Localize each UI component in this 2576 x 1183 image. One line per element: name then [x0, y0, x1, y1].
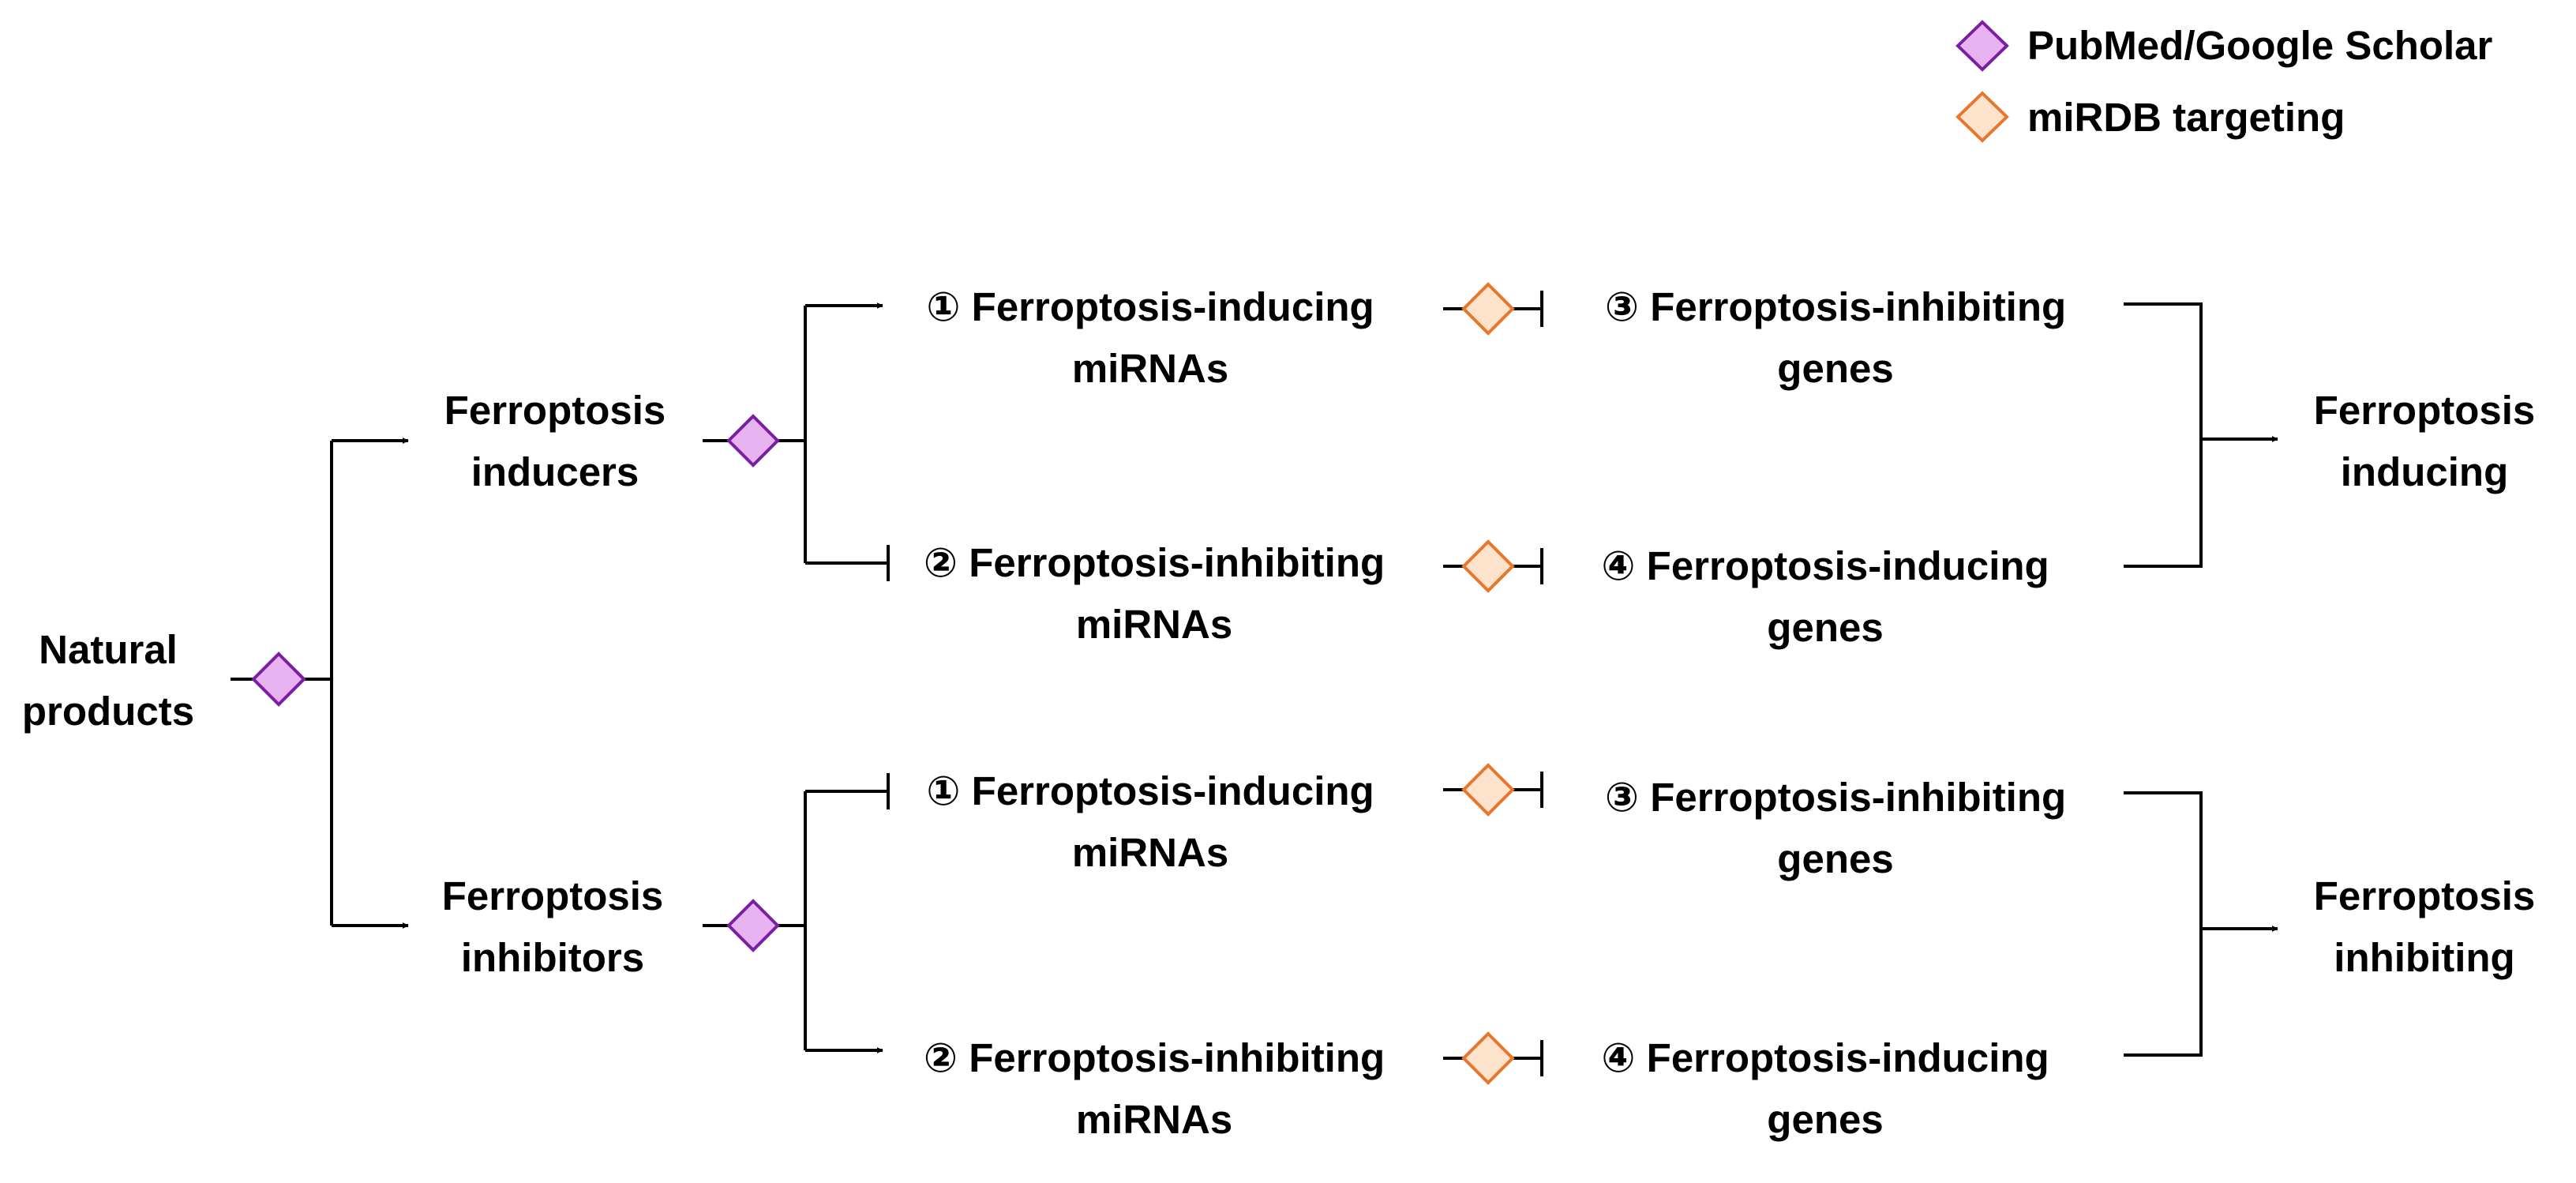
node-bottom-gene4-line1: ④ Ferroptosis-inducing — [1601, 1035, 2049, 1080]
node-bottom-outcome: Ferroptosis inhibiting — [2314, 873, 2536, 980]
top-merge-bracket — [2124, 302, 2203, 568]
legend-mirdb-label: miRDB targeting — [2027, 95, 2345, 140]
node-bottom-gene4-line2: genes — [1767, 1097, 1883, 1142]
node-top-outcome: Ferroptosis inducing — [2314, 388, 2536, 494]
node-top-mirna2: ② Ferroptosis-inhibiting miRNAs — [924, 540, 1385, 647]
node-top-gene4-line1: ④ Ferroptosis-inducing — [1601, 543, 2049, 588]
node-bottom-mirna2-line1: ② Ferroptosis-inhibiting — [924, 1035, 1385, 1080]
node-top-mirna2-line1: ② Ferroptosis-inhibiting — [924, 540, 1385, 585]
node-bottom-gene3: ③ Ferroptosis-inhibiting genes — [1605, 775, 2066, 881]
inducers-pubmed-diamond-icon — [726, 414, 780, 468]
node-bottom-mirna1-line2: miRNAs — [1072, 830, 1228, 875]
top-link-1-mirdb-diamond-icon — [1461, 282, 1515, 336]
node-top-mirna2-line2: miRNAs — [1076, 602, 1232, 647]
node-inducers-line2: inducers — [471, 449, 639, 494]
node-bottom-mirna1-line1: ① Ferroptosis-inducing — [926, 768, 1374, 813]
node-bottom-gene4: ④ Ferroptosis-inducing genes — [1601, 1035, 2049, 1142]
node-top-gene3-line2: genes — [1777, 346, 1893, 391]
node-ferroptosis-inducers: Ferroptosis inducers — [444, 388, 666, 494]
node-top-gene4: ④ Ferroptosis-inducing genes — [1601, 543, 2049, 650]
bottom-link-2-mirdb-diamond-icon — [1461, 1031, 1515, 1085]
node-bottom-mirna2: ② Ferroptosis-inhibiting miRNAs — [924, 1035, 1385, 1142]
node-top-gene3: ③ Ferroptosis-inhibiting genes — [1605, 284, 2066, 391]
top-link-2-mirdb-diamond-icon — [1461, 539, 1515, 593]
node-bottom-outcome-line1: Ferroptosis — [2314, 873, 2536, 918]
node-top-outcome-line1: Ferroptosis — [2314, 388, 2536, 433]
legend-mirdb-diamond-icon — [1955, 91, 2009, 143]
root-pubmed-diamond-icon — [251, 652, 306, 707]
node-natural-products: Natural products — [22, 627, 194, 734]
node-top-mirna1: ① Ferroptosis-inducing miRNAs — [926, 284, 1374, 391]
inhibitors-pubmed-diamond-icon — [726, 899, 780, 952]
node-ferroptosis-inhibitors: Ferroptosis inhibitors — [442, 873, 664, 980]
node-inhibitors-line1: Ferroptosis — [442, 873, 664, 918]
node-inducers-line1: Ferroptosis — [444, 388, 666, 433]
node-bottom-mirna1: ① Ferroptosis-inducing miRNAs — [926, 768, 1374, 875]
legend-pubmed-diamond-icon — [1955, 20, 2009, 72]
legend-pubmed-label: PubMed/Google Scholar — [2027, 23, 2493, 68]
node-top-outcome-line2: inducing — [2341, 449, 2508, 494]
bottom-merge-bracket — [2124, 791, 2203, 1057]
node-bottom-gene3-line2: genes — [1777, 836, 1893, 881]
node-natural-products-line1: Natural — [39, 627, 178, 672]
node-inhibitors-line2: inhibitors — [461, 935, 644, 980]
node-top-mirna1-line2: miRNAs — [1072, 346, 1228, 391]
node-top-gene4-line2: genes — [1767, 605, 1883, 650]
node-top-gene3-line1: ③ Ferroptosis-inhibiting — [1605, 284, 2066, 329]
legend: PubMed/Google Scholar miRDB targeting — [1955, 20, 2493, 143]
node-natural-products-line2: products — [22, 689, 194, 734]
node-bottom-gene3-line1: ③ Ferroptosis-inhibiting — [1605, 775, 2066, 820]
bottom-link-1-mirdb-diamond-icon — [1461, 763, 1515, 817]
node-top-mirna1-line1: ① Ferroptosis-inducing — [926, 284, 1374, 329]
node-bottom-outcome-line2: inhibiting — [2334, 935, 2514, 980]
node-bottom-mirna2-line2: miRNAs — [1076, 1097, 1232, 1142]
